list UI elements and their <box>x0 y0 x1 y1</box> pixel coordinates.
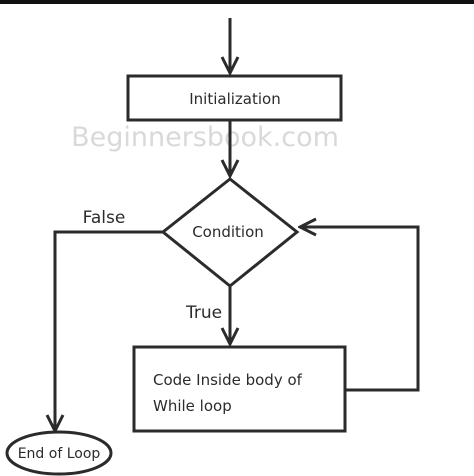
condition-label: Condition <box>192 223 264 241</box>
true-label: True <box>185 303 222 323</box>
loop-back-arrow <box>300 227 420 392</box>
top-border <box>0 0 474 4</box>
initialization-label: Initialization <box>189 90 280 108</box>
watermark: Beginnersbook.com <box>71 122 339 153</box>
false-label: False <box>83 208 126 228</box>
condition-diamond: Condition <box>160 177 300 288</box>
initialization-box: Initialization <box>126 74 343 122</box>
loop-body-box: Code Inside body of While loop <box>132 345 347 433</box>
false-branch-arrow <box>55 230 163 431</box>
loop-body-label-line2: While loop <box>153 397 232 415</box>
loop-body-label-line1: Code Inside body of <box>153 371 303 389</box>
end-of-loop-label: End of Loop <box>18 446 101 462</box>
end-of-loop-terminal: End of Loop <box>5 430 113 476</box>
